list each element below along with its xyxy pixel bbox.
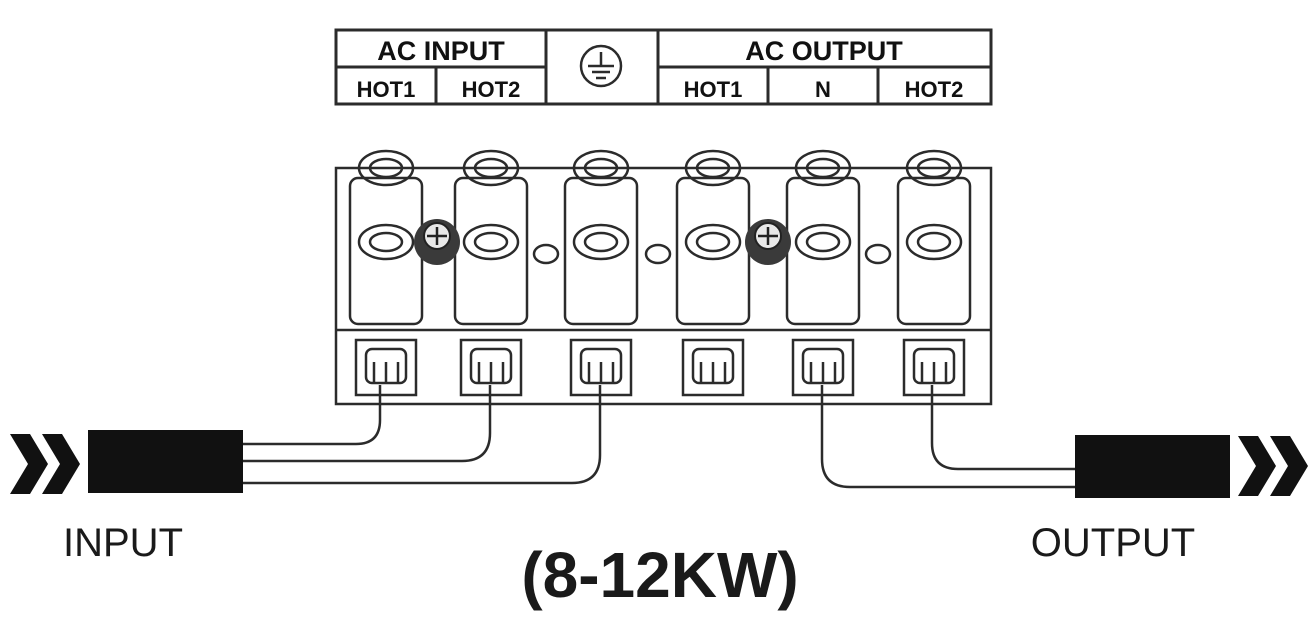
terminal-block [334,149,993,406]
terminal-screw-bottom-inner-5 [805,231,841,253]
terminal-screw-top-2 [462,149,520,187]
output-cable-jacket [1075,435,1230,498]
terminal-screw-bottom-6 [905,223,963,261]
wire-input-hot2 [243,385,492,463]
terminal-clamp-1 [354,338,418,397]
terminal-clamp-4 [681,338,745,397]
input-caption: INPUT [63,521,183,565]
mounting-hole-3 [864,243,892,265]
wire-input-hot1 [243,385,382,446]
mounting-hole-2 [644,243,672,265]
input-arrow-icon [10,434,80,494]
terminal-screw-top-inner-3 [583,157,619,179]
terminal-screw-top-inner-6 [916,157,952,179]
wire-input-ground [243,385,602,485]
terminal-screw-top-1 [357,149,415,187]
output-hot2-label: HOT2 [905,77,964,102]
terminal-screw-bottom-3 [572,223,630,261]
input-cable-jacket [88,430,243,493]
ac-input-label: AC INPUT [377,36,505,66]
terminal-screw-top-5 [794,149,852,187]
terminal-screw-top-3 [572,149,630,187]
output-arrow-icon [1238,436,1308,496]
wire-output-hot2 [930,385,1075,471]
terminal-clamp-6 [902,338,966,397]
terminal-screw-bottom-inner-6 [916,231,952,253]
terminal-screw-bottom-inner-4 [695,231,731,253]
power-range-title: (8-12KW) [521,539,798,611]
terminal-screw-top-4 [684,149,742,187]
terminal-screw-top-inner-4 [695,157,731,179]
terminal-screw-bottom-inner-2 [473,231,509,253]
output-n-label: N [815,77,831,102]
terminal-screw-top-inner-2 [473,157,509,179]
terminal-block-body [334,166,993,406]
wire-output-n [820,385,1075,489]
terminal-screw-bottom-2 [462,223,520,261]
wires [243,385,1075,489]
input-hot1-label: HOT1 [357,77,416,102]
terminal-screw-bottom-inner-1 [368,231,404,253]
label-plate [334,28,993,106]
input-hot2-label: HOT2 [462,77,521,102]
output-caption: OUTPUT [1031,521,1195,565]
ground-icon [579,44,623,88]
ac-output-label: AC OUTPUT [745,36,903,66]
output-hot1-label: HOT1 [684,77,743,102]
terminal-screw-bottom-1 [357,223,415,261]
input-cable [10,430,243,494]
terminal-screw-top-inner-1 [368,157,404,179]
mounting-hole-1 [532,243,560,265]
terminal-screw-bottom-5 [794,223,852,261]
terminal-screw-bottom-4 [684,223,742,261]
terminal-screw-bottom-inner-3 [583,231,619,253]
terminal-screw-top-inner-5 [805,157,841,179]
output-cable [1075,435,1308,498]
terminal-screw-top-6 [905,149,963,187]
